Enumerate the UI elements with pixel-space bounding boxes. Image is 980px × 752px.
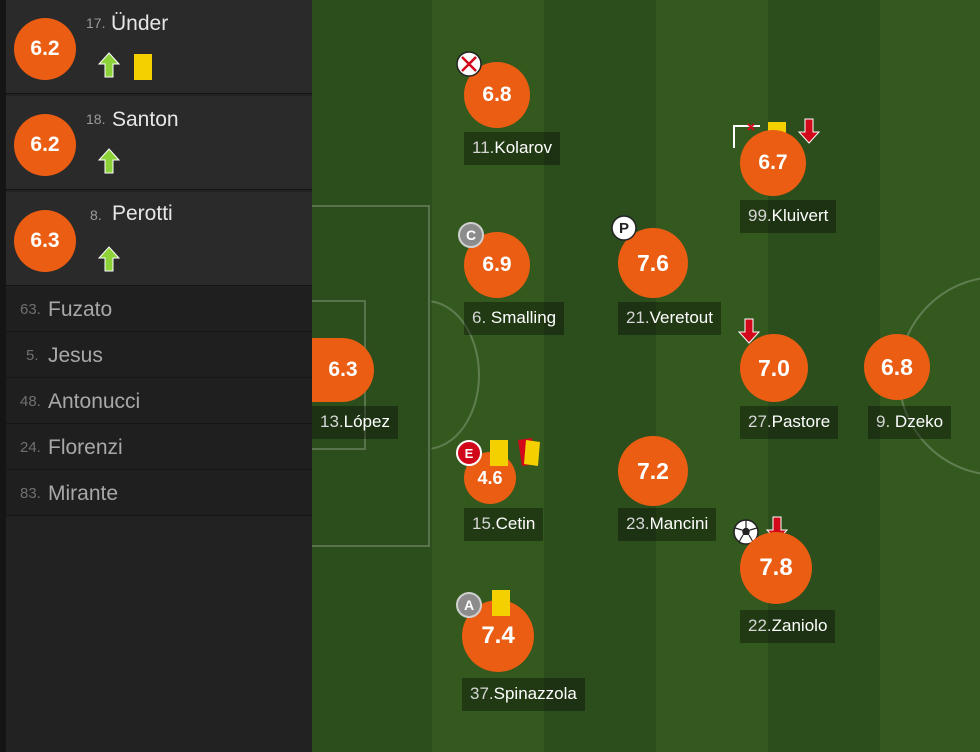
rating-badge: 7.8 <box>740 532 812 604</box>
player-name: Ünder <box>111 12 169 35</box>
player-number: 17. <box>86 15 106 31</box>
rating-badge: 7.2 <box>618 436 688 506</box>
penalty-area-line <box>312 205 430 547</box>
substitute-row-perotti[interactable]: 6.3 8. Perotti <box>6 192 312 286</box>
sub-out-arrow-icon <box>798 118 820 144</box>
player-number: 37. <box>470 684 494 703</box>
lineup-sidebar: 6.2 17. Ünder 6.2 18. Santon 6.3 8. Pero… <box>0 0 312 752</box>
player-name: Kolarov <box>494 138 553 157</box>
bench-row-jesus[interactable]: 5. Jesus <box>6 332 312 378</box>
rating-badge: 6.3 <box>312 338 374 402</box>
pitch-stripe <box>544 0 656 752</box>
player-name: Perotti <box>112 202 173 225</box>
captain-badge-icon: C <box>458 222 484 248</box>
player-label: 13.López <box>312 406 398 439</box>
player-name: Dzeko <box>894 412 944 431</box>
football-pitch: 6.8 11.Kolarov 6.7 99.Kluivert 6.9 C 6. … <box>312 0 980 752</box>
rating-badge: 6.2 <box>14 18 76 80</box>
player-number: 21. <box>626 308 650 327</box>
player-name: Mancini <box>649 514 709 533</box>
substitute-row-santon[interactable]: 6.2 18. Santon <box>6 96 312 190</box>
player-label: 21.Veretout <box>618 302 721 335</box>
player-name: Smalling <box>490 308 557 327</box>
player-name: Kluivert <box>771 206 829 225</box>
rating-badge: 6.2 <box>14 114 76 176</box>
sub-in-arrow-icon <box>98 148 120 174</box>
player-number: 24. <box>20 439 41 456</box>
player-label: 22.Zaniolo <box>740 610 836 643</box>
bench-row-florenzi[interactable]: 24. Florenzi <box>6 424 312 470</box>
player-number: 83. <box>20 485 41 502</box>
rating-badge: 6.8 <box>864 334 930 400</box>
yellow-card-icon <box>492 590 510 616</box>
bench-row-fuzato[interactable]: 63. Fuzato <box>6 286 312 332</box>
player-number: 9. <box>876 412 891 431</box>
rating-badge: 7.0 <box>740 334 808 402</box>
player-name: López <box>343 412 390 431</box>
yellow-card-icon <box>134 54 152 80</box>
player-number: 11. <box>472 138 495 157</box>
player-name: Jesus <box>48 344 103 367</box>
player-name: Zaniolo <box>771 616 828 635</box>
player-number: 23. <box>626 514 650 533</box>
player-number: 99. <box>748 206 772 225</box>
missed-chance-icon <box>733 123 760 148</box>
sub-in-arrow-icon <box>98 52 120 78</box>
player-number: 15. <box>472 514 496 533</box>
player-name: Cetin <box>495 514 536 533</box>
sub-out-arrow-icon <box>738 318 760 344</box>
sub-in-arrow-icon <box>98 246 120 272</box>
substitute-row-under[interactable]: 6.2 17. Ünder <box>6 0 312 94</box>
player-name: Fuzato <box>48 298 113 321</box>
player-name: Florenzi <box>48 436 123 459</box>
player-number: 13. <box>320 412 344 431</box>
player-label: 9. Dzeko <box>868 406 952 439</box>
own-goal-ball-icon <box>456 51 482 77</box>
rating-badge: 6.9 <box>464 232 530 298</box>
player-number: 5. <box>26 347 39 364</box>
yellow-card-icon <box>490 440 508 466</box>
bench-row-mirante[interactable]: 83. Mirante <box>6 470 312 516</box>
red-card-icon <box>518 438 540 466</box>
player-label: 27.Pastore <box>740 406 839 439</box>
player-name: Santon <box>112 108 179 131</box>
player-number: 6. <box>472 308 487 327</box>
player-number: 63. <box>20 301 41 318</box>
error-badge-icon: E <box>456 440 482 466</box>
player-label: 6. Smalling <box>464 302 565 335</box>
player-label: 23.Mancini <box>618 508 717 541</box>
bench-row-antonucci[interactable]: 48. Antonucci <box>6 378 312 424</box>
player-number: 48. <box>20 393 41 410</box>
player-number: 27. <box>748 412 772 431</box>
player-number: 18. <box>86 111 106 127</box>
ball-icon <box>733 519 759 545</box>
svg-text:P: P <box>619 220 629 237</box>
rating-badge: 6.7 <box>740 130 806 196</box>
player-name: Spinazzola <box>493 684 577 703</box>
player-number: 22. <box>748 616 772 635</box>
rating-badge: 7.6 <box>618 228 688 298</box>
player-label: 99.Kluivert <box>740 200 837 233</box>
rating-badge: 6.3 <box>14 210 76 272</box>
player-name: Antonucci <box>48 390 141 413</box>
player-name: Veretout <box>649 308 713 327</box>
player-name: Mirante <box>48 482 119 505</box>
assist-badge-icon: A <box>456 592 482 618</box>
player-label: 15.Cetin <box>464 508 544 541</box>
player-name: Pastore <box>771 412 831 431</box>
sidebar-edge <box>0 0 6 752</box>
player-label: 11.Kolarov <box>464 132 561 165</box>
player-label: 37.Spinazzola <box>462 678 585 711</box>
player-number: 8. <box>90 207 102 223</box>
penalty-icon: P <box>611 215 637 241</box>
